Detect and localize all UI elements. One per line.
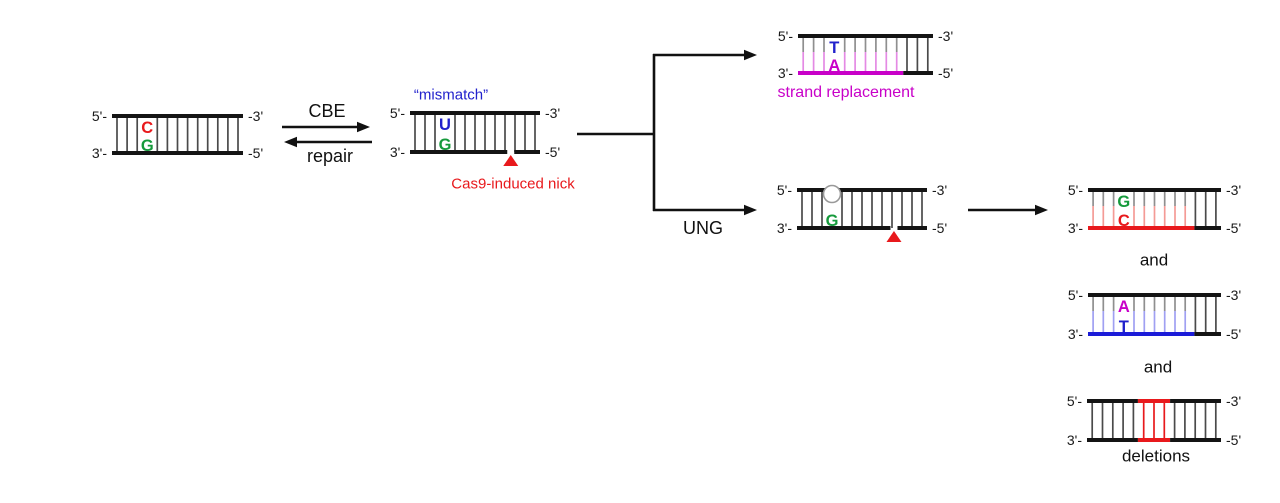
end-label-3prime-top: -3' [938,28,953,44]
arrow-head [284,136,297,148]
top-base-letter: C [141,119,153,137]
duplex-mismatch: UG 5'- -3' 3'- -5' [390,105,560,166]
strand-replacement-label: strand replacement [777,84,915,101]
end-label-5prime-top: 5'- [777,182,792,198]
duplex-deletions: 5'- -3' 3'- -5' [1067,393,1241,448]
nick-triangle-icon [886,231,902,242]
end-label-3prime-top: -3' [248,108,263,124]
end-label-3prime-top: -3' [545,105,560,121]
end-label-5prime-top: 5'- [92,108,107,124]
outcomes-arrow [968,204,1048,216]
end-label-5prime-bottom: -5' [248,145,263,161]
cbe-arrow-label: CBE [308,101,346,121]
end-label-5prime-top: 5'- [390,105,405,121]
and-label-2: and [1143,357,1173,377]
branch-arrow-top [653,49,757,61]
nick-triangle-icon [503,155,519,166]
arrow-head [744,49,757,61]
end-label-3prime-bottom: 3'- [92,145,107,161]
cas9-induced-nick-label: Cas9-induced nick [451,175,575,193]
duplex-ung: G 5'- -3' 3'- -5' [777,182,947,242]
bottom-base-letter: C [1118,212,1130,230]
deletions-label: deletions [1121,446,1191,466]
duplex-outcome-gc: GC 5'- -3' 3'- -5' [1068,182,1241,236]
end-label-3prime-top: -3' [1226,393,1241,409]
end-label-5prime-bottom: -5' [545,144,560,160]
end-label-5prime-bottom: -5' [938,65,953,81]
end-label-5prime-top: 5'- [1068,182,1083,198]
end-label-3prime-top: -3' [1226,182,1241,198]
bottom-base-letter: G [439,136,452,154]
end-label-3prime-bottom: 3'- [1067,432,1082,448]
end-label-3prime-bottom: 3'- [390,144,405,160]
repair-arrow-label: repair [306,146,354,166]
end-label-3prime-bottom: 3'- [777,220,792,236]
bottom-base-letter: T [1119,318,1129,336]
arrow-head [357,121,370,133]
bottom-base-letter: A [828,57,840,75]
top-base-letter: U [439,116,451,134]
bottom-base-letter: G [826,212,839,230]
abasic-site-icon [822,184,842,204]
top-base-letter: T [829,39,839,57]
end-label-5prime-bottom: -5' [932,220,947,236]
and-label-1: and [1139,250,1169,270]
duplex-original: CG 5'- -3' 3'- -5' [92,108,263,161]
duplex-replacement: TA 5'- -3' 3'- -5' [778,28,953,81]
end-label-5prime-bottom: -5' [1226,432,1241,448]
top-base-letter: A [1118,298,1130,316]
ung-arrow-label: UNG [683,218,723,238]
repair-reverse-arrow [284,136,372,148]
end-label-3prime-top: -3' [932,182,947,198]
cbe-forward-arrow [282,121,370,133]
end-label-3prime-top: -3' [1226,287,1241,303]
end-label-3prime-bottom: 3'- [778,65,793,81]
end-label-5prime-top: 5'- [1068,287,1083,303]
end-label-5prime-bottom: -5' [1226,326,1241,342]
branch-arrow-bottom-ung [653,204,757,216]
end-label-3prime-bottom: 3'- [1068,220,1083,236]
end-label-3prime-bottom: 3'- [1068,326,1083,342]
top-base-letter: G [1117,193,1130,211]
arrow-head [1035,204,1048,216]
end-label-5prime-bottom: -5' [1226,220,1241,236]
duplex-outcome-at: AT 5'- -3' 3'- -5' [1068,287,1241,342]
arrow-head [744,204,757,216]
end-label-5prime-top: 5'- [1067,393,1082,409]
bottom-base-letter: G [141,137,154,155]
mismatch-label: “mismatch” [413,86,489,104]
end-label-5prime-top: 5'- [778,28,793,44]
